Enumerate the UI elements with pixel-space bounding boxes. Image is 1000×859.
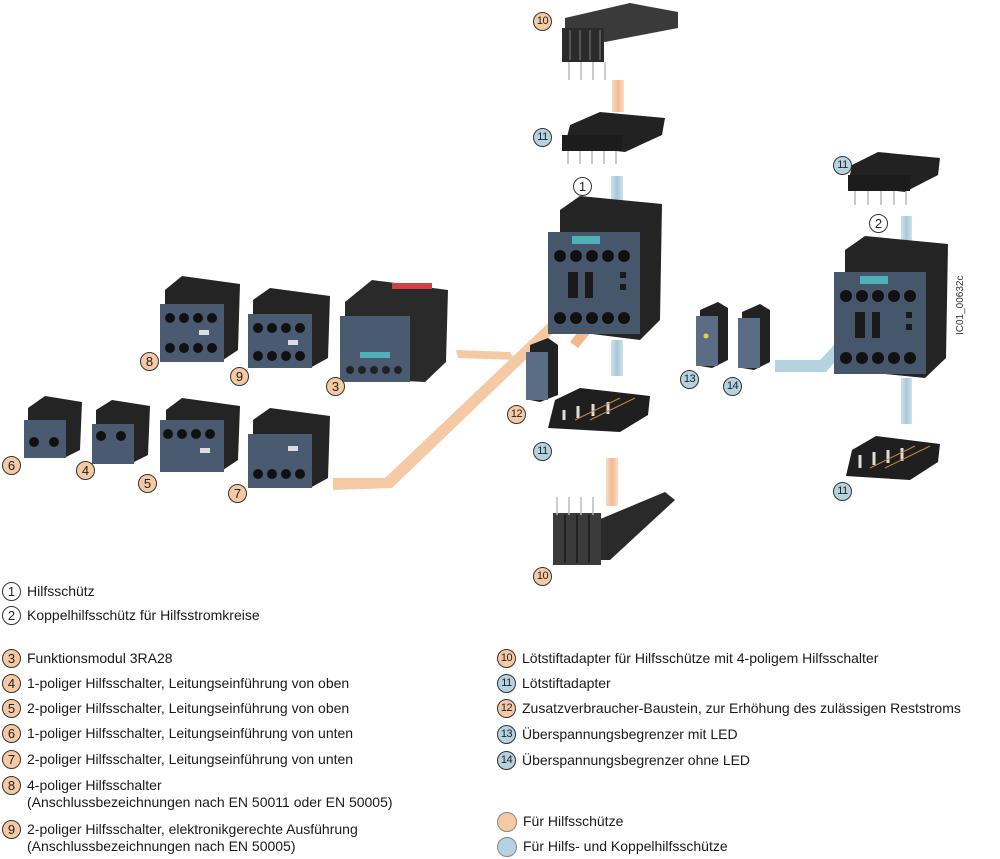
legend-text: 2-poliger Hilfsschalter, Leitungseinführ… <box>27 700 350 716</box>
legend-item-11: 11 Lötstiftadapter <box>497 674 611 694</box>
legend-badge: 9 <box>2 820 21 839</box>
badge-7: 7 <box>228 484 247 503</box>
legend-badge: 10 <box>497 649 516 668</box>
badge-3: 3 <box>326 377 345 396</box>
badge-9: 9 <box>230 367 249 386</box>
function-module-3 <box>340 280 448 382</box>
legend-item-3: 3 Funktionsmodul 3RA28 <box>2 649 173 669</box>
legend-item-10: 10 Lötstiftadapter für Hilfsschütze mit … <box>497 649 879 669</box>
pcb-adapter-11-center-bottom <box>548 388 650 432</box>
auxiliary-switch-7 <box>248 408 330 488</box>
legend-badge: 11 <box>497 674 516 693</box>
diagram-canvas <box>24 3 948 565</box>
legend-item-7: 7 2-poliger Hilfsschalter, Leitungseinfü… <box>2 750 354 770</box>
auxiliary-contactor-1 <box>548 196 662 340</box>
legend-item-6: 6 1-poliger Hilfsschalter, Leitungseinfü… <box>2 724 354 744</box>
legend-text: Lötstiftadapter für Hilfsschütze mit 4-p… <box>522 650 879 666</box>
pcb-adapter-10-top <box>562 3 678 80</box>
badge-14: 14 <box>723 377 742 396</box>
badge-11-right-top: 11 <box>833 156 852 175</box>
legend-text: 4-poliger Hilfsschalter (Anschlussbezeic… <box>27 777 393 810</box>
legend-item-8: 8 4-poliger Hilfsschalter (Anschlussbeze… <box>2 776 393 811</box>
badge-1: 1 <box>573 177 592 196</box>
badge-2: 2 <box>869 214 888 233</box>
legend-item-9: 9 2-poliger Hilfsschalter, elektronikger… <box>2 820 358 855</box>
legend-badge: 8 <box>2 776 21 795</box>
badge-4: 4 <box>76 461 95 480</box>
auxiliary-switch-6 <box>24 396 82 458</box>
surge-suppressor-14 <box>738 304 770 370</box>
legend-badge: 3 <box>2 649 21 668</box>
legend-item-5: 5 2-poliger Hilfsschalter, Leitungseinfü… <box>2 699 350 719</box>
legend-badge: 12 <box>497 699 516 718</box>
pcb-adapter-11-right-top <box>848 152 940 205</box>
badge-10-top: 10 <box>533 12 552 31</box>
legend-text: Überspannungsbegrenzer mit LED <box>522 726 738 742</box>
legend-text: Zusatzverbraucher-Baustein, zur Erhöhung… <box>522 700 961 716</box>
coupling-contactor-2 <box>834 236 948 378</box>
legend-text: Für Hilfsschütze <box>523 813 624 829</box>
legend-text: Hilfsschütz <box>27 583 95 599</box>
legend-badge: 4 <box>2 674 21 693</box>
legend-badge: 2 <box>2 606 21 625</box>
auxiliary-switch-9 <box>248 288 330 368</box>
exploded-accessory-diagram: 1 2 3 4 5 6 7 8 9 10 10 11 11 11 11 12 1… <box>2 3 966 586</box>
document-id: IC01_00632c <box>955 275 966 336</box>
legend-text: Für Hilfs- und Koppelhilfsschütze <box>523 838 728 854</box>
badge-13: 13 <box>680 370 699 389</box>
legend-text: 1-poliger Hilfsschalter, Leitungseinführ… <box>27 675 350 691</box>
badge-11-center-top: 11 <box>533 128 552 147</box>
color-key-orange: Für Hilfsschütze <box>497 812 624 833</box>
auxiliary-switch-4 <box>92 400 150 464</box>
badge-5: 5 <box>138 474 157 493</box>
legend-item-14: 14 Überspannungsbegrenzer ohne LED <box>497 751 751 771</box>
pcb-adapter-11-right-bottom <box>846 436 940 480</box>
legend-text: Überspannungsbegrenzer ohne LED <box>522 752 751 768</box>
legend-item-13: 13 Überspannungsbegrenzer mit LED <box>497 725 738 745</box>
badge-10-bottom: 10 <box>533 567 552 586</box>
blue-swatch-icon <box>497 837 517 857</box>
legend-badge: 14 <box>497 751 516 770</box>
additional-load-module-12 <box>526 338 558 402</box>
auxiliary-switch-5 <box>160 398 240 472</box>
legend-badge: 6 <box>2 724 21 743</box>
orange-swatch-icon <box>497 812 517 832</box>
legend-text: Funktionsmodul 3RA28 <box>27 650 173 666</box>
pcb-adapter-10-bottom <box>553 492 675 565</box>
badge-8: 8 <box>140 352 159 371</box>
legend-text: Lötstiftadapter <box>522 675 611 691</box>
auxiliary-switch-8 <box>160 276 240 362</box>
badge-11-center-bottom: 11 <box>533 442 552 461</box>
legend-badge: 7 <box>2 750 21 769</box>
badge-12: 12 <box>507 405 526 424</box>
legend-text: 2-poliger Hilfsschalter, elektronikgerec… <box>27 821 358 854</box>
legend-text: 1-poliger Hilfsschalter, Leitungseinführ… <box>27 725 354 741</box>
legend-item-12: 12 Zusatzverbraucher-Baustein, zur Erhöh… <box>497 699 961 719</box>
legend-badge: 5 <box>2 699 21 718</box>
legend-item-4: 4 1-poliger Hilfsschalter, Leitungseinfü… <box>2 674 350 694</box>
legend-text: 2-poliger Hilfsschalter, Leitungseinführ… <box>27 751 354 767</box>
legend-item-1: 1 Hilfsschütz <box>2 582 95 602</box>
legend-badge: 1 <box>2 582 21 601</box>
color-key-blue: Für Hilfs- und Koppelhilfsschütze <box>497 837 728 858</box>
badge-11-right-bottom: 11 <box>833 482 852 501</box>
legend-badge: 13 <box>497 725 516 744</box>
legend-item-2: 2 Koppelhilfsschütz für Hilfsstromkreise <box>2 606 260 626</box>
legend-text: Koppelhilfsschütz für Hilfsstromkreise <box>27 607 260 623</box>
pcb-adapter-11-center-top <box>562 112 665 164</box>
surge-suppressor-13 <box>696 302 728 368</box>
badge-6: 6 <box>2 456 21 475</box>
